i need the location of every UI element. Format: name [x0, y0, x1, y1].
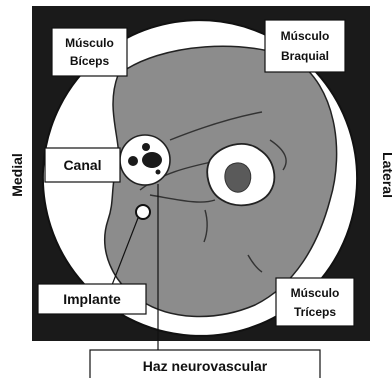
braquial-label-line1: Músculo — [281, 29, 330, 43]
canal-label: Canal — [63, 157, 101, 173]
vessel-small-2 — [142, 143, 150, 151]
implant-marker — [136, 205, 150, 219]
medial-label: Medial — [9, 153, 25, 197]
vessel-large — [142, 152, 162, 168]
biceps-label-line2: Bíceps — [70, 54, 110, 68]
braquial-label-line2: Braquial — [281, 49, 329, 63]
triceps-label-line1: Músculo — [291, 286, 340, 300]
vessel-small-3 — [156, 170, 161, 175]
braquial-label-box — [265, 20, 345, 72]
vessel-small-1 — [128, 156, 138, 166]
haz-label: Haz neurovascular — [143, 358, 268, 374]
bone-marrow — [225, 163, 251, 192]
triceps-label-line2: Tríceps — [294, 305, 336, 319]
lateral-label: Lateral — [380, 152, 392, 198]
implante-label: Implante — [63, 291, 121, 307]
biceps-label-line1: Músculo — [65, 36, 114, 50]
